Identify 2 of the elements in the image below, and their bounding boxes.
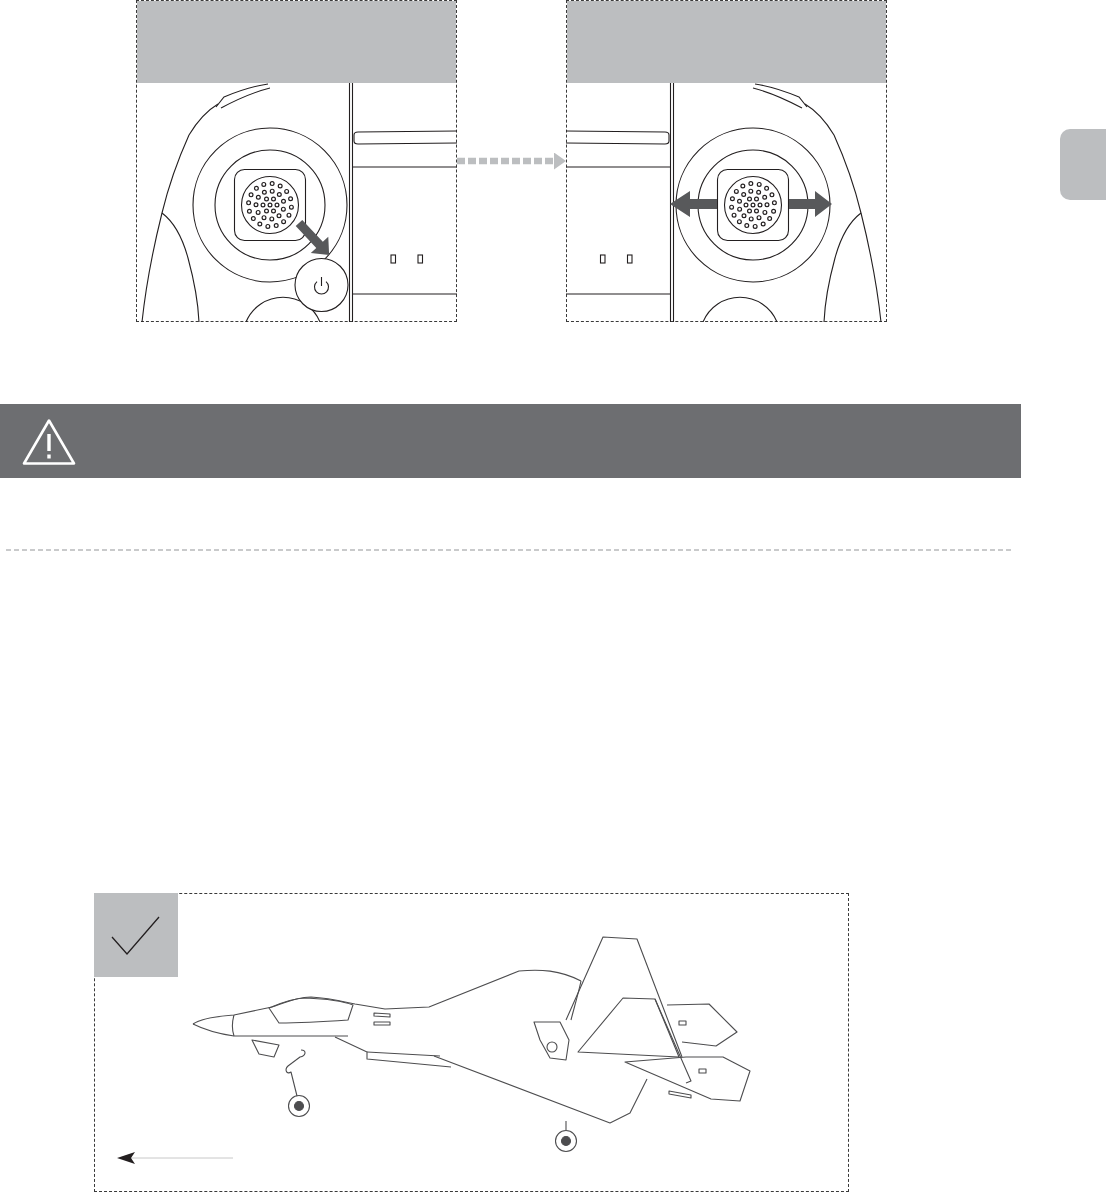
illustration-panel	[566, 0, 887, 322]
illustration-panel	[136, 0, 457, 322]
